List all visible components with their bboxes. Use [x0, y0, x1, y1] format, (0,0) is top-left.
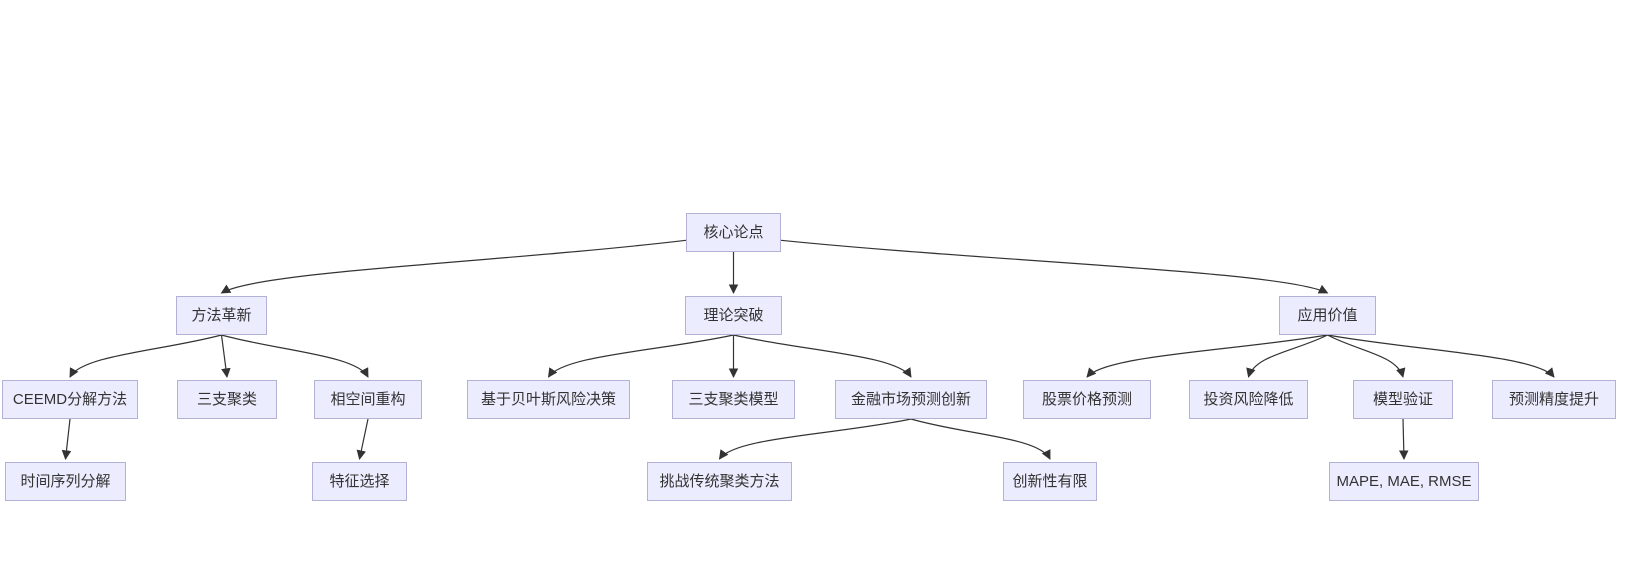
- edge-theory-to-bayes: [547, 334, 734, 378]
- node-modelval: 模型验证: [1353, 380, 1453, 419]
- node-threeway: 三支聚类: [177, 380, 277, 419]
- node-tsdecomp: 时间序列分解: [5, 462, 126, 501]
- node-twcmodel: 三支聚类模型: [672, 380, 795, 419]
- node-feature: 特征选择: [312, 462, 407, 501]
- node-metrics: MAPE, MAE, RMSE: [1329, 462, 1479, 501]
- edge-phase-to-feature: [356, 418, 369, 460]
- edge-method-to-phase: [221, 334, 369, 378]
- edge-theory-to-finance: [733, 334, 912, 378]
- node-limited: 创新性有限: [1003, 462, 1097, 501]
- node-ceemd: CEEMD分解方法: [2, 380, 138, 419]
- node-bayes: 基于贝叶斯风险决策: [467, 380, 630, 419]
- node-finance: 金融市场预测创新: [835, 380, 987, 419]
- edge-modelval-to-metrics: [1398, 418, 1409, 460]
- node-phase: 相空间重构: [314, 380, 422, 419]
- node-risk: 投资风险降低: [1189, 380, 1308, 419]
- edge-root-to-method: [220, 239, 687, 294]
- edge-value-to-modelval: [1327, 334, 1406, 378]
- node-challenge: 挑战传统聚类方法: [647, 462, 792, 501]
- edge-method-to-threeway: [220, 334, 231, 378]
- edge-value-to-precision: [1327, 334, 1555, 378]
- node-value: 应用价值: [1279, 296, 1376, 335]
- node-method: 方法革新: [176, 296, 267, 335]
- edge-finance-to-limited: [910, 418, 1051, 460]
- node-stock: 股票价格预测: [1023, 380, 1151, 419]
- edge-root-to-value: [780, 239, 1329, 294]
- edge-value-to-stock: [1086, 334, 1328, 378]
- edge-method-to-ceemd: [69, 334, 222, 378]
- edge-value-to-risk: [1246, 334, 1328, 378]
- edge-finance-to-challenge: [718, 418, 912, 460]
- node-theory: 理论突破: [685, 296, 782, 335]
- node-root: 核心论点: [686, 213, 781, 252]
- edge-ceemd-to-tsdecomp: [61, 418, 72, 460]
- node-precision: 预测精度提升: [1492, 380, 1616, 419]
